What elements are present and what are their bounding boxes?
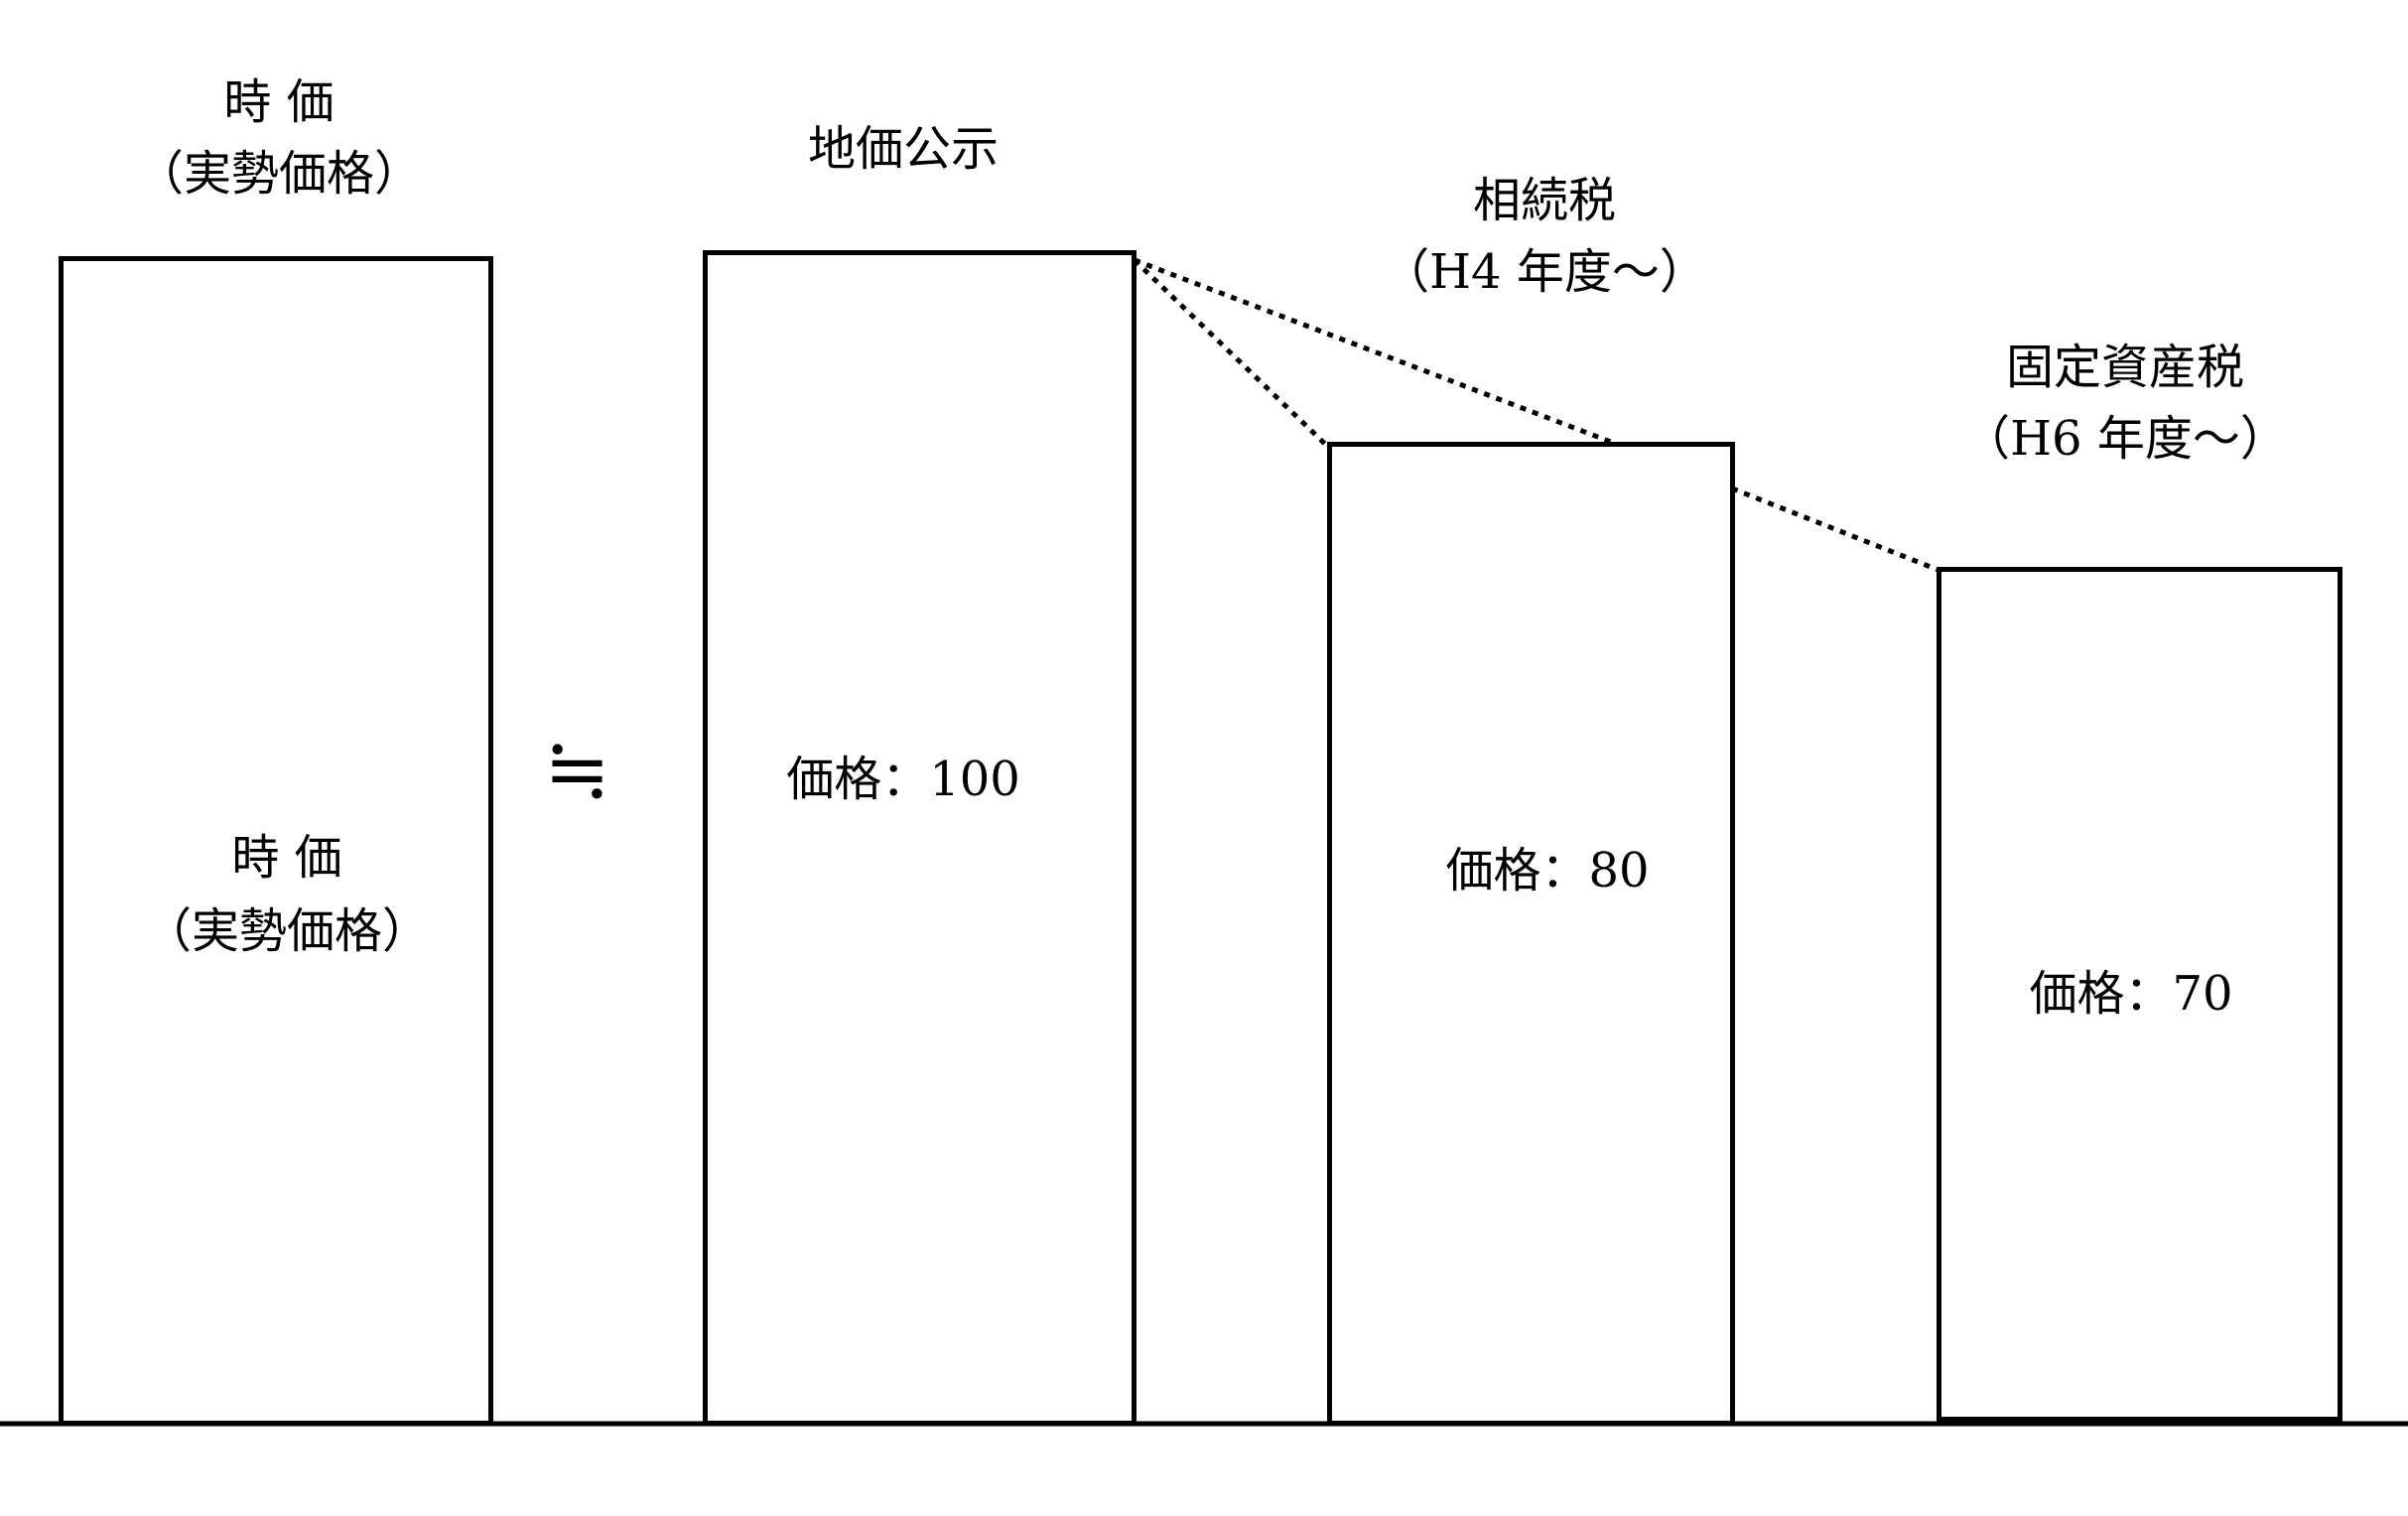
header-kotei-shisanzei: 固定資産税 （H6 年度～） [1962, 332, 2288, 475]
header-chika-koji: 地価公示 [808, 113, 999, 185]
dotted-connector-to-kotei-lower [1731, 485, 1941, 574]
bar-sozokuzei [1327, 442, 1735, 1426]
price-kotei-shisanzei: 価格：70 [2029, 957, 2232, 1031]
dotted-connector-to-sozokuzei [1133, 258, 1332, 451]
header-kotei-line2: （H6 年度～） [1962, 411, 2288, 467]
bar-chika-koji [703, 250, 1137, 1426]
inner-jika-line1: 時 価 [231, 830, 342, 886]
header-sozokuzei-line2: （H4 年度～） [1382, 244, 1707, 300]
bar-kotei-shisanzei [1937, 567, 2342, 1422]
header-chika-koji-text: 地価公示 [807, 121, 1000, 177]
inner-jika-line2: （実勢価格） [143, 903, 431, 959]
header-sozokuzei-line1: 相続税 [1472, 173, 1617, 228]
price-chika-koji: 価格：100 [786, 743, 1020, 816]
header-sozokuzei: 相続税 （H4 年度～） [1382, 165, 1707, 308]
price-kotei-text: 価格：70 [2029, 966, 2233, 1022]
inner-label-jika: 時 価 （実勢価格） [144, 821, 430, 968]
price-chika-koji-text: 価格：100 [786, 752, 1020, 807]
header-jika-line1: 時 価 [223, 74, 334, 130]
approx-equal-symbol: ≒ [544, 723, 611, 815]
header-jika: 時 価 （実勢価格） [136, 67, 422, 209]
dotted-connector-to-kotei-upper [1134, 257, 1617, 447]
header-kotei-line1: 固定資産税 [2005, 340, 2245, 395]
bar-jika [59, 256, 493, 1426]
price-sozokuzei-text: 価格：80 [1445, 843, 1650, 898]
price-sozokuzei: 価格：80 [1445, 834, 1649, 907]
header-jika-line2: （実勢価格） [135, 146, 423, 202]
